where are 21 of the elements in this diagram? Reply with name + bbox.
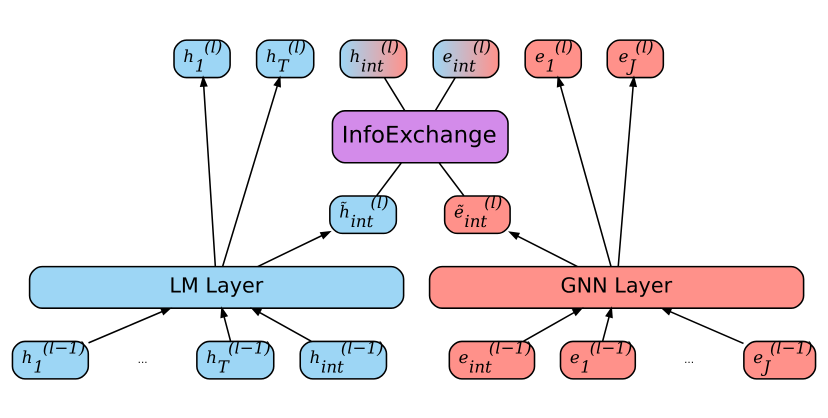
node-box: InfoExchange	[332, 110, 509, 164]
arrow	[508, 230, 578, 267]
connector	[434, 76, 456, 110]
node-box: GNN Layer	[428, 265, 804, 308]
arrow	[88, 306, 172, 344]
arrow	[617, 74, 638, 266]
node-box: LM Layer	[28, 265, 404, 308]
connector	[438, 162, 464, 196]
label: ...	[138, 353, 148, 366]
arrow	[222, 74, 281, 266]
arrow	[523, 306, 584, 342]
connector	[376, 162, 402, 196]
arrow	[257, 230, 332, 267]
arrow	[200, 74, 216, 266]
arrow	[250, 306, 312, 342]
arrow	[660, 306, 744, 344]
connector	[384, 76, 406, 110]
arrow	[220, 306, 232, 341]
label: ...	[684, 353, 694, 366]
arrow	[602, 306, 613, 341]
arrow	[556, 74, 612, 266]
